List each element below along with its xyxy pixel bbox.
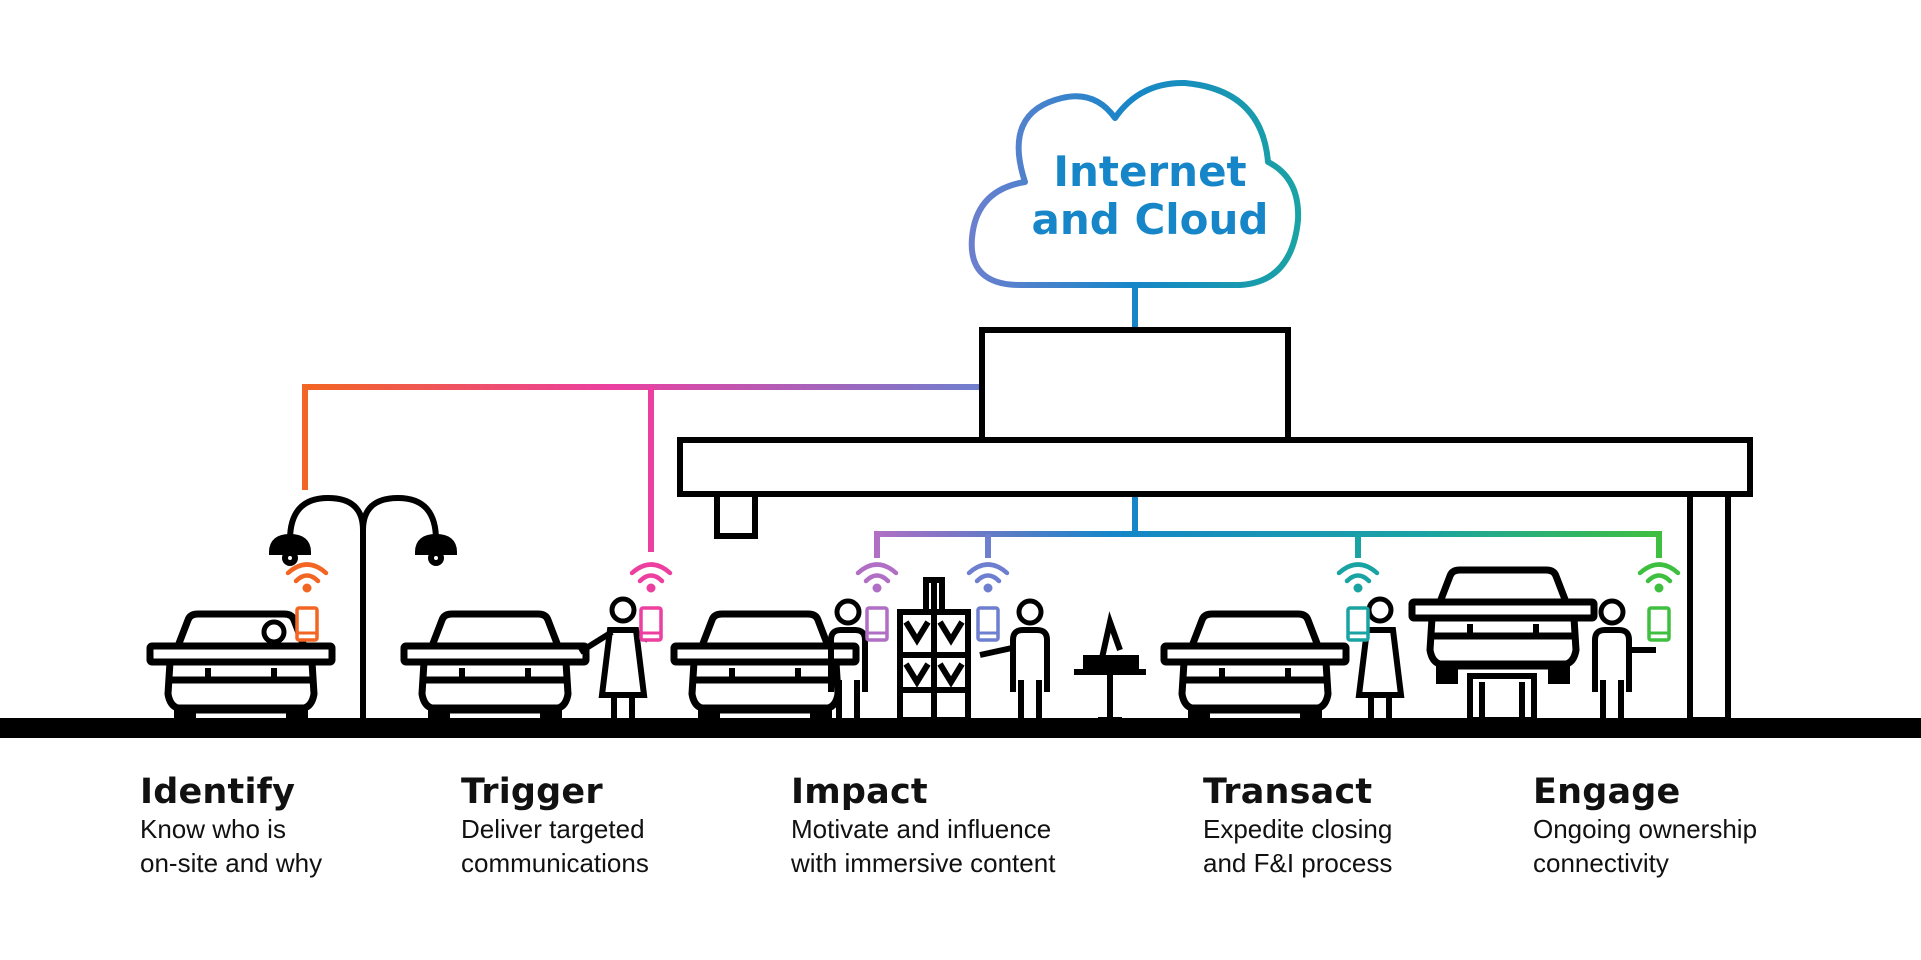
showroom-car-icon [1412, 570, 1594, 723]
stage-trigger: Trigger Deliver targeted communications [461, 772, 649, 880]
stage-desc-line2: connectivity [1533, 848, 1669, 878]
woman-icon-trigger [578, 596, 650, 720]
stage-desc-line2: on-site and why [140, 848, 323, 878]
device-impact [858, 565, 896, 642]
stage-engage: Engage Ongoing ownership connectivity [1533, 772, 1757, 880]
brochure-rack-icon [897, 577, 971, 723]
stage-desc-line1: Ongoing ownership [1533, 814, 1758, 844]
stage-title: Identify [140, 772, 296, 812]
device-engage [1640, 565, 1678, 642]
person-icon-engage [1595, 601, 1656, 720]
stage-desc-line2: communications [461, 848, 649, 878]
stage-desc-line1: Motivate and influence [791, 814, 1052, 844]
stage-desc-line1: Know who is [140, 814, 286, 844]
connection-left [302, 384, 982, 490]
stage-desc-line1: Deliver targeted [461, 814, 645, 844]
ground-line [0, 718, 1921, 738]
stage-transact: Transact Expedite closing and F&I proces… [1203, 772, 1392, 880]
stage-title: Trigger [461, 772, 603, 812]
stage-title: Impact [791, 772, 928, 812]
network-lines [302, 284, 1662, 558]
cloud-label-line1: Internet [1053, 147, 1247, 196]
car-icon-4 [1164, 614, 1346, 728]
stage-desc-line2: and F&I process [1203, 848, 1393, 878]
cloud-label-line2: and Cloud [1031, 195, 1269, 244]
stage-identify: Identify Know who is on-site and why [140, 772, 322, 880]
cloud-icon [968, 79, 1302, 288]
stage-title: Engage [1533, 772, 1681, 812]
cloud-label: Internet and Cloud [1000, 148, 1300, 244]
person-icon-impact-2 [979, 601, 1047, 720]
stage-impact: Impact Motivate and influence with immer… [791, 772, 1055, 880]
driver-head-icon [261, 619, 287, 645]
stage-desc-line1: Expedite closing [1203, 814, 1393, 844]
device-impact-2 [969, 565, 1007, 642]
car-icon-2 [404, 614, 586, 728]
dealership-building [677, 327, 1753, 723]
connection-right [874, 531, 1662, 558]
stage-desc-line2: with immersive content [791, 848, 1056, 878]
desk-computer-icon [1074, 611, 1146, 723]
stage-title: Transact [1203, 772, 1373, 812]
street-lamp-icon [268, 494, 458, 720]
